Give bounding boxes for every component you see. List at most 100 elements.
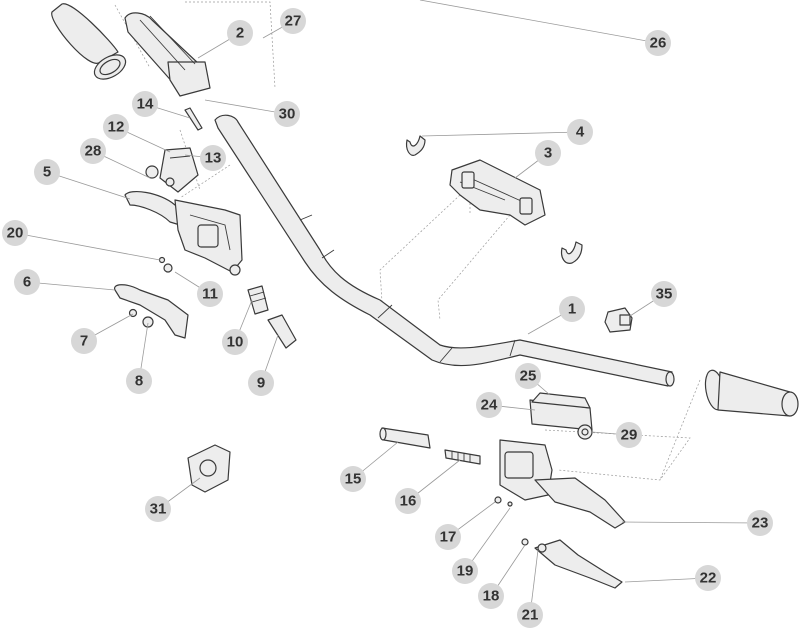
callout-circle: [248, 370, 274, 396]
callout-circle: [645, 30, 671, 56]
callout-circle: [71, 328, 97, 354]
leader-line-6: [26, 281, 116, 291]
callout-4: 4: [567, 119, 593, 145]
callout-13: 13: [200, 145, 226, 171]
callout-number: 2: [236, 25, 244, 42]
left-grip: [51, 3, 127, 80]
callout-circle: [616, 422, 642, 448]
callout-22: 22: [695, 565, 721, 591]
callout-30: 30: [274, 101, 300, 127]
callout-number: 25: [520, 368, 537, 385]
callout-6: 6: [14, 269, 40, 295]
callout-circle: [2, 220, 28, 246]
adjuster-rod: [247, 285, 269, 315]
callout-21: 21: [517, 602, 543, 628]
callout-number: 16: [400, 493, 417, 510]
adjuster-knob: [267, 314, 297, 349]
callout-circle: [126, 368, 152, 394]
callout-circle: [651, 281, 677, 307]
callout-circle: [14, 269, 40, 295]
callout-number: 15: [345, 471, 362, 488]
callout-number: 14: [137, 96, 154, 113]
callout-number: 13: [205, 150, 222, 167]
callout-number: 26: [650, 35, 667, 52]
callout-circle: [515, 363, 541, 389]
callout-15: 15: [340, 466, 366, 492]
callout-number: 31: [150, 501, 167, 518]
callout-number: 22: [700, 570, 717, 587]
callout-number: 9: [257, 375, 265, 392]
callout-number: 35: [656, 286, 673, 303]
callout-circle: [747, 510, 773, 536]
callout-circle: [476, 392, 502, 418]
callout-25: 25: [515, 363, 541, 389]
callout-8: 8: [126, 368, 152, 394]
callout-circle: [280, 8, 306, 34]
callout-number: 23: [752, 515, 769, 532]
callout-circle: [103, 114, 129, 140]
callout-17: 17: [435, 524, 461, 550]
callout-number: 4: [576, 124, 585, 141]
callout-29: 29: [616, 422, 642, 448]
callout-24: 24: [476, 392, 502, 418]
callout-circle: [80, 138, 106, 164]
callout-23: 23: [747, 510, 773, 536]
callout-circle: [274, 101, 300, 127]
callout-number: 17: [440, 529, 457, 546]
callout-11: 11: [197, 281, 223, 307]
leader-line-20: [14, 232, 161, 261]
callout-2: 2: [227, 20, 253, 46]
clip-bottom: [560, 241, 583, 264]
callout-27: 27: [280, 8, 306, 34]
callout-20: 20: [2, 220, 28, 246]
callout-circle: [559, 296, 585, 322]
callout-circle: [395, 488, 421, 514]
callout-9: 9: [248, 370, 274, 396]
callout-circle: [200, 145, 226, 171]
callout-35: 35: [651, 281, 677, 307]
callout-26: 26: [645, 30, 671, 56]
callout-circle: [222, 329, 248, 355]
callout-number: 12: [108, 119, 125, 136]
callout-3: 3: [535, 140, 561, 166]
leader-line-4: [421, 131, 581, 137]
callout-number: 18: [483, 588, 500, 605]
callout-circle: [145, 496, 171, 522]
callout-number: 27: [285, 13, 302, 30]
callout-number: 11: [202, 286, 218, 303]
leader-line-22: [624, 577, 709, 583]
callout-number: 21: [522, 607, 539, 624]
callout-number: 24: [481, 397, 498, 414]
callout-circle: [197, 281, 223, 307]
callout-number: 7: [80, 333, 88, 350]
callout-number: 30: [279, 106, 296, 123]
callout-circle: [452, 558, 478, 584]
callout-number: 1: [568, 301, 576, 318]
callout-19: 19: [452, 558, 478, 584]
leader-line-30: [204, 99, 288, 115]
callout-28: 28: [80, 138, 106, 164]
callout-circle: [340, 466, 366, 492]
callout-14: 14: [132, 91, 158, 117]
callout-circle: [567, 119, 593, 145]
callout-circle: [435, 524, 461, 550]
callout-10: 10: [222, 329, 248, 355]
callout-circle: [535, 140, 561, 166]
callout-31: 31: [145, 496, 171, 522]
callout-number: 28: [85, 143, 102, 160]
callout-number: 3: [544, 145, 552, 162]
callout-18: 18: [478, 583, 504, 609]
callout-number: 8: [135, 373, 143, 390]
clip-top: [405, 135, 426, 156]
callout-number: 10: [227, 334, 244, 351]
clutch-lever-assembly: [124, 147, 243, 276]
callout-circle: [132, 91, 158, 117]
callout-5: 5: [34, 159, 60, 185]
brake-master-cylinder: [379, 392, 626, 589]
callout-7: 7: [71, 328, 97, 354]
callout-number: 19: [457, 563, 474, 580]
callout-number: 5: [43, 164, 51, 181]
callout-number: 6: [23, 274, 31, 291]
callout-circle: [34, 159, 60, 185]
